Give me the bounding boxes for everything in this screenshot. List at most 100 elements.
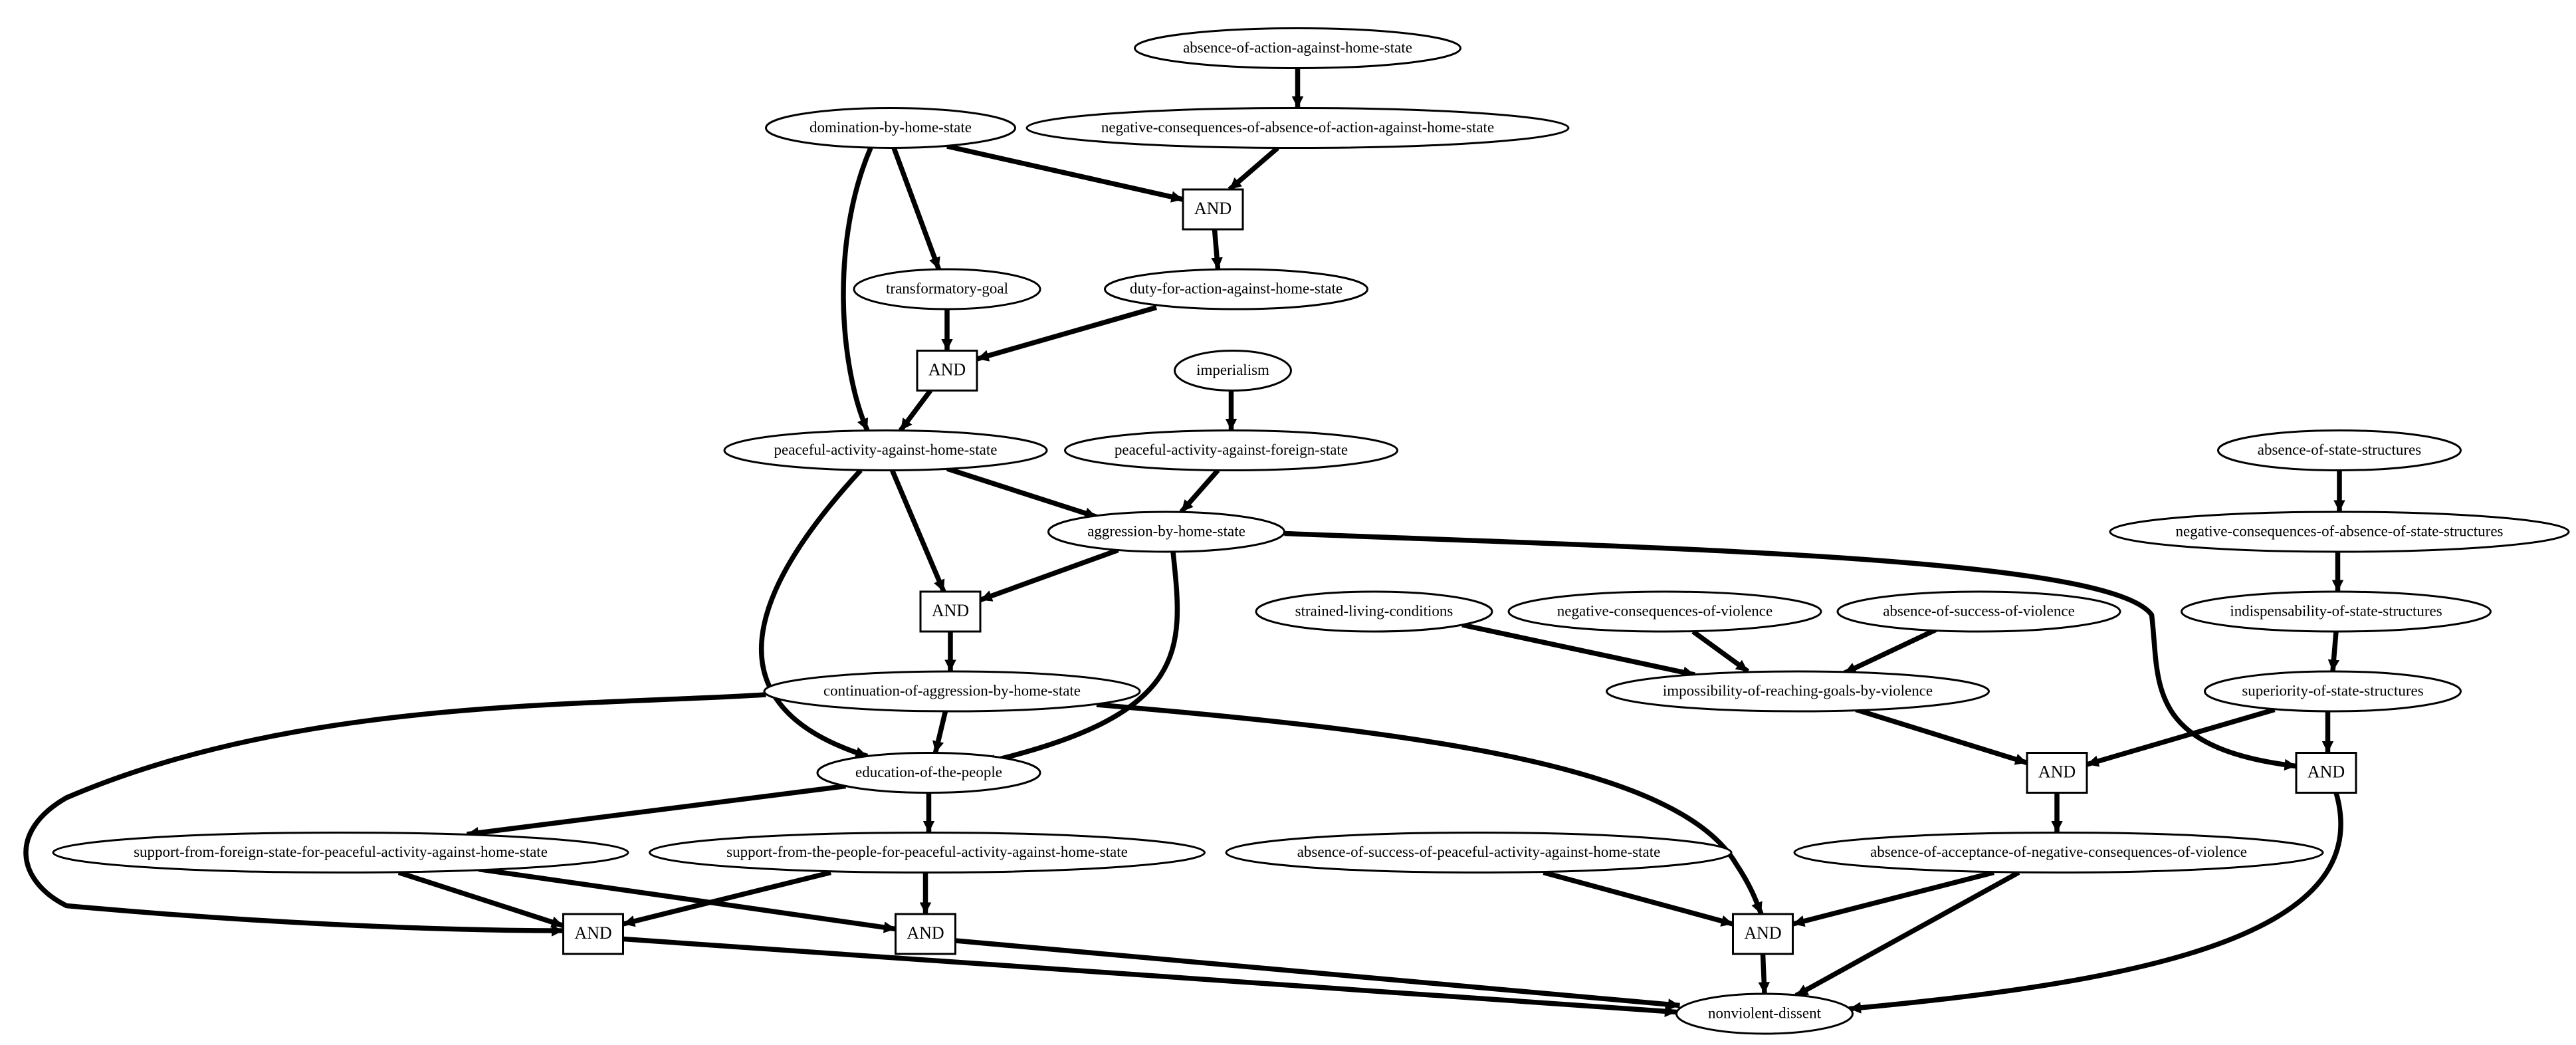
node-absence-of-acceptance-of-negative-consequences-of-violence: absence-of-acceptance-of-negative-conseq…: [1793, 832, 2324, 873]
and-label: AND: [928, 360, 966, 379]
node-ellipse: [763, 670, 1141, 713]
edge-n_duty-to-and2: [976, 304, 1158, 362]
node-ellipse: [1225, 832, 1733, 873]
node-absence-of-action-against-home-state: absence-of-action-against-home-state: [1134, 27, 1461, 69]
edge-n_peaceful_home-to-n_education: [758, 468, 869, 759]
node-label: absence-of-success-of-violence: [1883, 602, 2075, 619]
and-node-7: AND: [895, 913, 956, 955]
and-box: [1732, 913, 1794, 955]
node-ellipse: [1793, 832, 2324, 873]
edge-n_absence_acceptance-to-n_nonviolent: [1794, 870, 2020, 998]
node-ellipse: [649, 832, 1206, 873]
node-ellipse: [723, 429, 1048, 471]
edge-n_neg_violence-to-n_impossibility: [1691, 629, 1750, 674]
node-peaceful-activity-against-foreign-state: peaceful-activity-against-foreign-state: [1064, 429, 1398, 471]
and-node-2: AND: [916, 350, 978, 392]
edge-n_education-to-n_support_foreign: [467, 783, 846, 839]
and-label: AND: [1194, 199, 1232, 218]
node-aggression-by-home-state: aggression-by-home-state: [1047, 511, 1285, 553]
node-ellipse: [816, 752, 1041, 794]
edge-n_peaceful_home-to-and3: [890, 469, 946, 593]
edge-n_domination-to-n_transformatory: [891, 147, 942, 271]
nodes: absence-of-action-against-home-state nega…: [52, 27, 2570, 1035]
edge-and5-to-n_nonviolent: [1849, 792, 2343, 1014]
node-domination-by-home-state: domination-by-home-state: [765, 107, 1016, 149]
node-label: nonviolent-dissent: [1708, 1004, 1822, 1021]
and-label: AND: [574, 923, 611, 943]
node-support-from-the-people-for-peaceful-activity-against-home-state: support-from-the-people-for-peaceful-act…: [649, 832, 1206, 873]
edge-n_peaceful_foreign-to-n_aggression: [1179, 469, 1220, 514]
and-node-8: AND: [1732, 913, 1794, 955]
edge-and1-to-n_duty: [1211, 229, 1223, 270]
node-ellipse: [2181, 590, 2492, 633]
and-box: [2026, 752, 2088, 794]
edge-n_domination-to-and1: [946, 144, 1184, 203]
node-label: negative-consequences-of-absence-of-stat…: [2176, 522, 2504, 539]
node-label: support-from-the-people-for-peaceful-act…: [726, 844, 1128, 860]
node-ellipse: [1507, 590, 1822, 633]
node-negative-consequences-of-violence: negative-consequences-of-violence: [1507, 590, 1822, 633]
node-label: transformatory-goal: [886, 280, 1008, 296]
and-box: [919, 590, 982, 633]
node-ellipse: [2217, 429, 2462, 471]
node-absence-of-success-of-peaceful-activity-against-home-state: absence-of-success-of-peaceful-activity-…: [1225, 832, 1733, 873]
node-negative-consequences-of-absence-of-state-structures: negative-consequences-of-absence-of-stat…: [2109, 511, 2570, 553]
edge-n_continuation-to-n_education: [932, 711, 948, 754]
node-label: peaceful-activity-against-home-state: [774, 441, 998, 458]
node-ellipse: [2204, 670, 2462, 713]
and-node-1: AND: [1182, 188, 1244, 231]
node-ellipse: [1047, 511, 1285, 553]
edge-n_strained-to-n_impossibility: [1461, 622, 1695, 678]
node-impossibility-of-reaching-goals-by-violence: impossibility-of-reaching-goals-by-viole…: [1606, 670, 1990, 713]
edge-n_aggression-to-and3: [979, 547, 1119, 603]
and-node-3: AND: [919, 590, 982, 633]
node-ellipse: [1104, 268, 1368, 310]
and-box: [916, 350, 978, 392]
node-ellipse: [1174, 350, 1292, 392]
node-ellipse: [1134, 27, 1461, 69]
edge-n_support_foreign-to-and6: [397, 870, 564, 929]
node-label: strained-living-conditions: [1295, 602, 1453, 619]
node-transformatory-goal: transformatory-goal: [853, 268, 1041, 310]
node-ellipse: [1675, 992, 1854, 1035]
node-label: aggression-by-home-state: [1087, 522, 1245, 539]
node-indispensability-of-state-structures: indispensability-of-state-structures: [2181, 590, 2492, 633]
node-label: absence-of-success-of-peaceful-activity-…: [1297, 844, 1661, 860]
node-label: support-from-foreign-state-for-peaceful-…: [134, 844, 548, 860]
edge-n_domination-to-n_peaceful_home: [841, 147, 873, 431]
node-imperialism: imperialism: [1174, 350, 1292, 392]
edges: [23, 68, 2345, 1018]
node-absence-of-state-structures: absence-of-state-structures: [2217, 429, 2462, 471]
node-education-of-the-people: education-of-the-people: [816, 752, 1041, 794]
edge-n_aggression-to-and5: [1284, 530, 2297, 771]
node-peaceful-activity-against-home-state: peaceful-activity-against-home-state: [723, 429, 1048, 471]
node-negative-consequences-of-absence-of-action-against-home-state: negative-consequences-of-absence-of-acti…: [1025, 107, 1570, 149]
node-label: continuation-of-aggression-by-home-state: [823, 682, 1081, 699]
edge-n_indispensability-to-n_superiority: [2327, 631, 2340, 672]
edge-n_superiority-to-and4: [2086, 707, 2276, 767]
node-ellipse: [853, 268, 1041, 310]
edge-and8-to-n_nonviolent: [1758, 953, 1771, 994]
node-ellipse: [1064, 429, 1398, 471]
node-label: superiority-of-state-structures: [2242, 682, 2423, 699]
edge-and7-to-n_nonviolent: [955, 938, 1680, 1010]
and-node-5: AND: [2295, 752, 2357, 794]
and-box: [895, 913, 956, 955]
node-ellipse: [52, 832, 629, 873]
and-node-4: AND: [2026, 752, 2088, 794]
node-ellipse: [1255, 590, 1493, 633]
edge-n_support_people-to-and6: [622, 870, 831, 927]
node-label: education-of-the-people: [855, 764, 1002, 780]
edge-n_continuation-to-and8: [1096, 702, 1764, 915]
node-label: domination-by-home-state: [809, 119, 972, 136]
edge-n_support_foreign-to-and7: [478, 866, 897, 933]
node-label: impossibility-of-reaching-goals-by-viole…: [1663, 682, 1933, 699]
edge-and2-to-n_peaceful_home: [899, 389, 932, 432]
and-label: AND: [2308, 762, 2345, 781]
and-label: AND: [1744, 923, 1781, 943]
node-label: imperialism: [1196, 362, 1269, 378]
and-box: [2295, 752, 2357, 794]
node-label: indispensability-of-state-structures: [2230, 602, 2442, 619]
edge-n_absence_success_violence-to-n_impossibility: [1843, 628, 1937, 675]
node-ellipse: [1836, 590, 2121, 633]
